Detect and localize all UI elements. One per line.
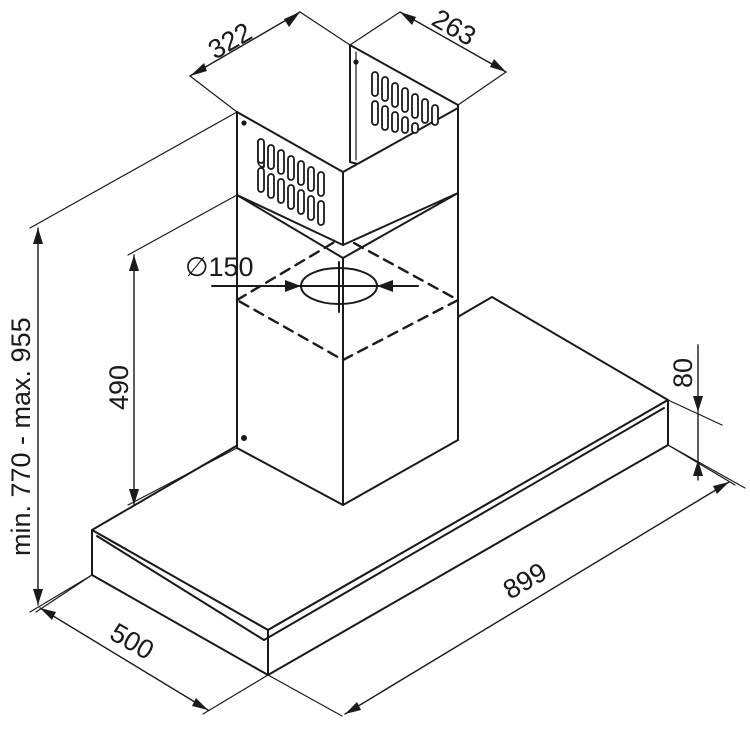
screw-dot bbox=[241, 435, 247, 441]
upper-chimney bbox=[236, 44, 459, 246]
lower-chimney-right-face bbox=[342, 192, 459, 506]
dim-label-322: 322 bbox=[203, 17, 257, 66]
canopy-recess-line bbox=[96, 407, 665, 641]
dim-label-490: 490 bbox=[104, 365, 134, 410]
dim-label-899: 899 bbox=[498, 557, 552, 606]
screw-dot bbox=[241, 120, 247, 126]
vent-slots-back-row2 bbox=[371, 100, 419, 134]
duct-arrow-right bbox=[377, 280, 393, 292]
vent-slots-left-row2 bbox=[257, 167, 325, 226]
duct-arrow-left bbox=[285, 280, 301, 292]
dim-label-150: ∅150 bbox=[185, 252, 254, 282]
dimension-80: 80 bbox=[667, 344, 746, 489]
upper-chimney-right-face bbox=[342, 107, 459, 246]
dimension-490: 490 bbox=[104, 194, 238, 506]
screw-dot bbox=[353, 59, 359, 65]
dim-label-overall-height: min. 770 - max. 955 bbox=[6, 317, 36, 556]
lower-chimney bbox=[211, 192, 460, 506]
duct-outline-dashed bbox=[235, 235, 460, 362]
dim-label-263: 263 bbox=[427, 3, 481, 52]
dimension-overall-height: min. 770 - max. 955 bbox=[6, 111, 238, 613]
vent-slots-back-row1 bbox=[371, 71, 439, 126]
vent-slots-left-row1 bbox=[257, 138, 325, 197]
dim-label-500: 500 bbox=[105, 617, 159, 666]
dimension-150: ∅150 bbox=[185, 252, 254, 282]
dim-label-80: 80 bbox=[668, 358, 698, 388]
dimension-322: 322 bbox=[189, 11, 351, 113]
